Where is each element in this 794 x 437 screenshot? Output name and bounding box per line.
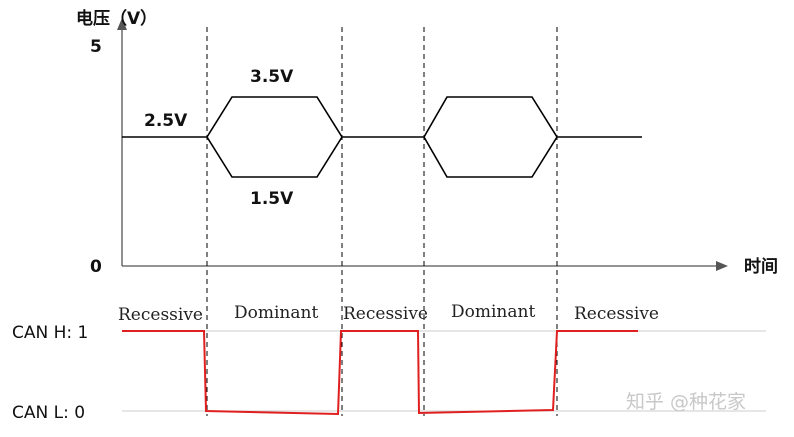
differential-waveform — [122, 96, 642, 178]
phase-label-3: Recessive — [343, 304, 428, 324]
phase-label-4: Dominant — [451, 302, 535, 322]
phase-label-1: Recessive — [118, 305, 203, 325]
can-h-label: CAN H: 1 — [12, 323, 88, 343]
can-l-label: CAN L: 0 — [12, 403, 85, 423]
x-axis-label: 时间 — [744, 256, 778, 277]
recessive-voltage-label: 2.5V — [144, 111, 188, 131]
dominant-envelope-1 — [206, 96, 343, 178]
dominant-high-voltage-label: 3.5V — [250, 67, 294, 87]
phase-boundaries — [206, 27, 558, 416]
logic-waveform — [122, 330, 638, 416]
phase-label-5: Recessive — [574, 304, 659, 324]
y-axis-label: 电压（V） — [76, 8, 157, 29]
phase-label-2: Dominant — [234, 303, 318, 323]
dominant-envelope-2 — [423, 96, 558, 178]
y-axis-arrow-icon — [117, 18, 127, 30]
watermark: 知乎 @种花家 — [626, 391, 746, 413]
x-axis-arrow-icon — [716, 261, 728, 271]
y-max-label: 5 — [90, 37, 102, 57]
y-min-label: 0 — [90, 257, 102, 277]
dominant-low-voltage-label: 1.5V — [250, 189, 294, 209]
